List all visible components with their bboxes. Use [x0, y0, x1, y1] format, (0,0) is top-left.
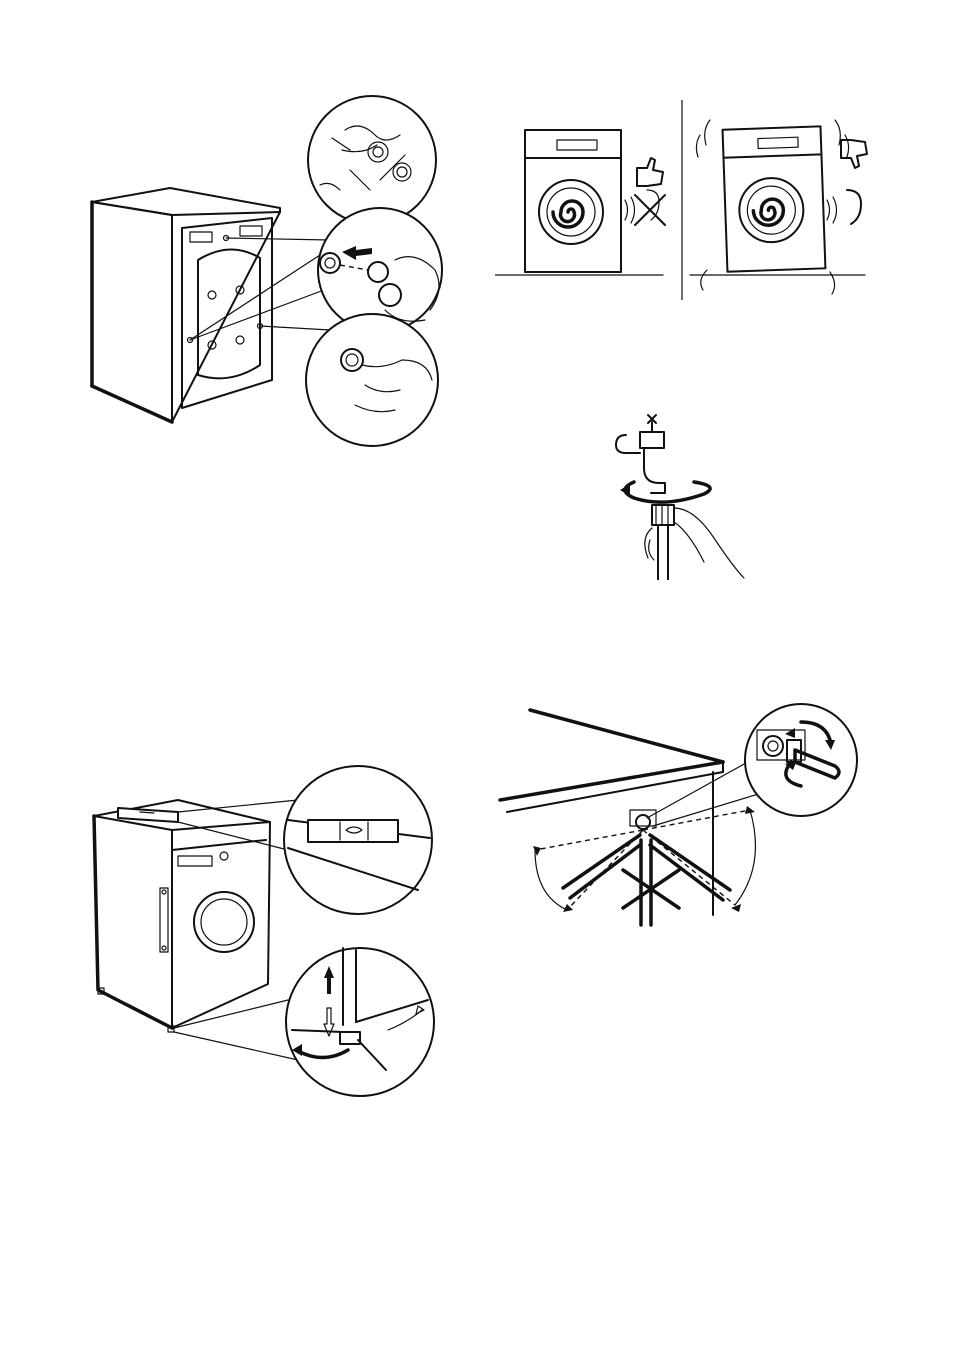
spirit-level-adjustable-feet-icon [88, 760, 438, 1100]
remove-transit-bolts-illustration [80, 90, 460, 450]
level-machine-illustration [88, 760, 438, 1100]
inlet-hose-orientation-illustration [495, 700, 865, 930]
tap-hose-connection-icon [612, 410, 752, 580]
balanced-vs-vibrating-machine-icon [495, 100, 870, 300]
level-vs-unlevel-illustration [495, 100, 870, 300]
inlet-hose-orientation-icon [495, 700, 865, 930]
washing-machine-rear-bolts-icon [80, 90, 460, 450]
connect-hose-to-tap-illustration [612, 410, 752, 580]
